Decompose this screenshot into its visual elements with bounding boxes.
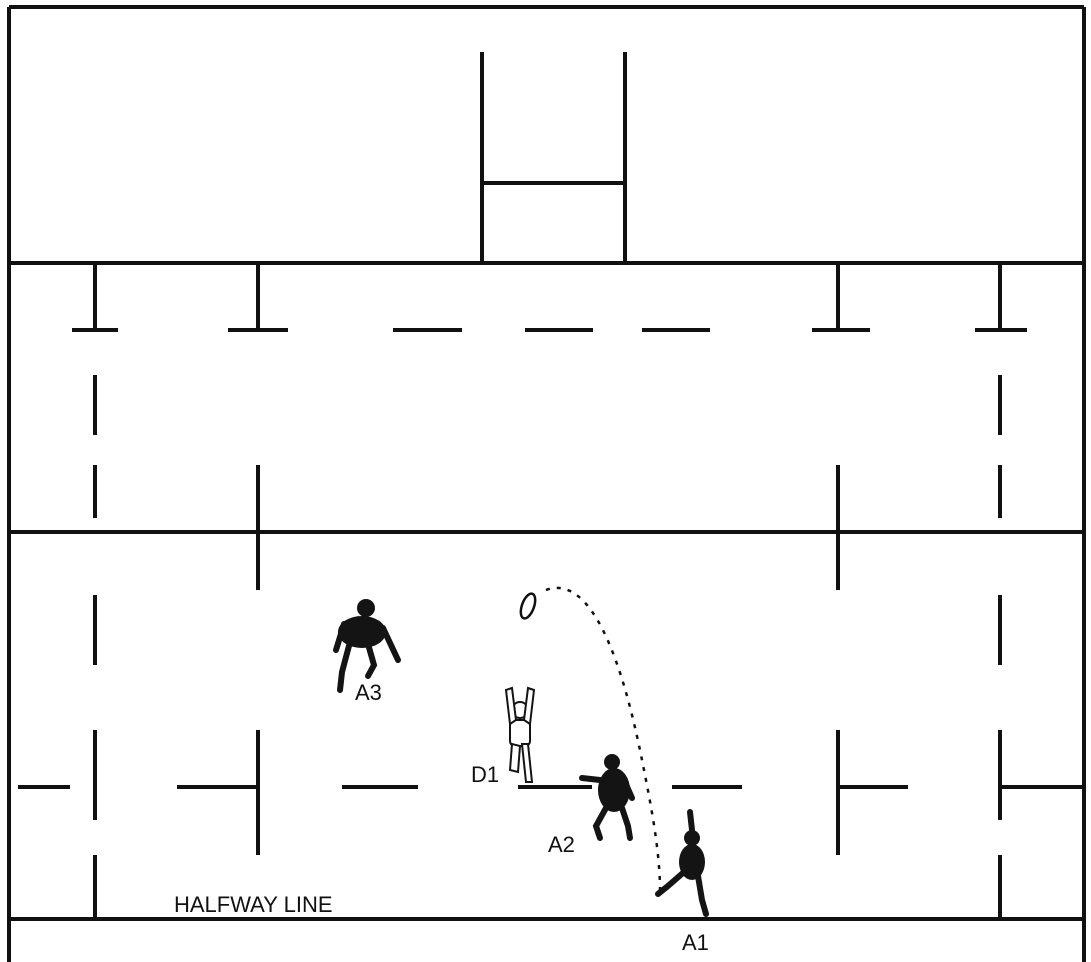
- five-metre-markings: [72, 263, 1027, 330]
- goal-posts: [482, 52, 625, 263]
- player-d1-label: D1: [471, 762, 499, 787]
- player-d1-figure: [506, 688, 534, 782]
- player-a2-label: A2: [548, 832, 575, 857]
- player-a1-figure: [658, 812, 706, 914]
- player-a3-figure: [336, 599, 398, 690]
- rugby-ball-icon: [518, 592, 538, 621]
- diagram-labels: HALFWAY LINE A1 A2 A3 D1: [174, 680, 709, 955]
- player-a1-label: A1: [682, 930, 709, 955]
- player-a2-figure: [582, 754, 632, 838]
- pitch-boundaries: [9, 7, 1084, 962]
- halfway-line-label: HALFWAY LINE: [174, 892, 333, 917]
- kick-trajectory: [518, 588, 660, 890]
- player-a3-label: A3: [355, 680, 382, 705]
